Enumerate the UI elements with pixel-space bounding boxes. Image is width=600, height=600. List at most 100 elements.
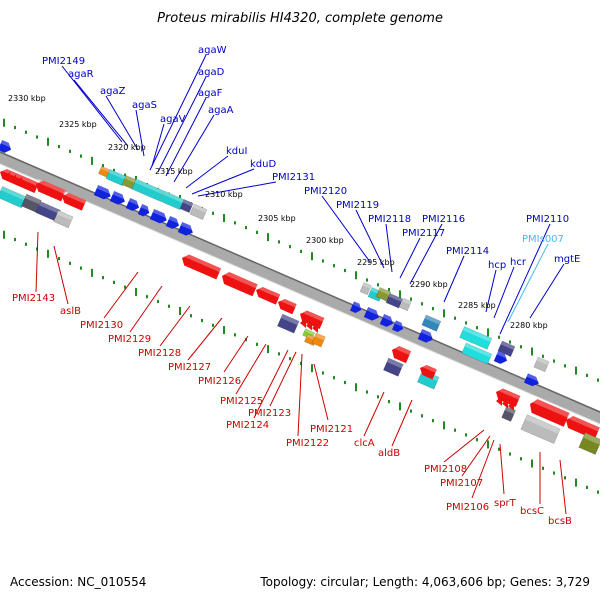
gene-highlight — [192, 203, 208, 213]
forward-arrow-shape — [350, 301, 362, 313]
forward-leader-line — [409, 223, 443, 285]
gene-highlight — [500, 340, 516, 350]
gene-highlight — [96, 184, 113, 195]
gene-box-shape — [311, 332, 326, 348]
reverse-gene-label: aldB — [378, 448, 400, 459]
reverse-leader-line — [253, 349, 289, 419]
forward-gene-arrow — [149, 208, 169, 224]
gene-highlight — [386, 358, 404, 369]
gene-highlight — [496, 350, 510, 360]
reverse-arrow-shape — [182, 254, 222, 280]
gene-highlight — [392, 344, 412, 356]
forward-gene-label: kduD — [250, 159, 276, 170]
reverse-gene-arrow — [300, 308, 325, 330]
reverse-gene-label: PMI2143 — [12, 293, 55, 304]
forward-leader-line — [385, 223, 393, 273]
forward-leader-line — [485, 269, 497, 313]
kbp-label: 2280 kbp — [510, 321, 548, 330]
gene-box-shape — [359, 282, 372, 296]
gene-box-shape — [399, 298, 412, 312]
reverse-leader-line — [297, 353, 303, 437]
genome-backbone — [0, 152, 600, 424]
gene-highlight — [24, 194, 42, 205]
gene-highlight — [162, 190, 185, 204]
gene-box — [179, 199, 194, 213]
reverse-leader-line — [313, 363, 329, 421]
kbp-label: 2290 kbp — [410, 280, 448, 289]
gene-box — [131, 178, 165, 202]
forward-gene-arrow — [165, 215, 182, 229]
reverse-gene-label: sprT — [494, 498, 517, 509]
gene-highlight — [62, 190, 87, 204]
kbp-label: 2295 kbp — [357, 258, 395, 267]
reverse-gene-label: PMI2129 — [108, 334, 151, 345]
forward-leader-line — [185, 155, 229, 189]
reverse-arrow-shape — [62, 192, 87, 211]
reverse-gene-label: PMI2106 — [446, 502, 489, 513]
topology-summary: Topology: circular; Length: 4,063,606 bp… — [259, 575, 590, 589]
reverse-arrow-shape — [36, 180, 66, 202]
forward-gene-label: agaF — [198, 88, 223, 99]
kbp-label: 2285 kbp — [458, 301, 496, 310]
forward-gene-label: agaA — [208, 105, 234, 116]
forward-leader-line — [73, 79, 129, 147]
gene-labels: PMI2149agaRagaZagaSagaVagaWagaDagaFagaAk… — [12, 45, 580, 527]
forward-gene-label: PMI2116 — [422, 214, 465, 225]
reverse-gene-label: PMI2125 — [220, 396, 263, 407]
forward-leader-line — [157, 76, 207, 173]
reverse-gene-label: bcsC — [520, 506, 544, 517]
gene-highlight — [300, 308, 325, 322]
backbone-top-edge — [0, 151, 600, 413]
gene-highlight — [182, 199, 194, 207]
forward-gene-label: PMI2114 — [446, 246, 489, 257]
forward-arrow-shape — [177, 221, 193, 236]
gene-highlight — [566, 414, 600, 432]
gene-highlight — [536, 356, 550, 366]
gene-box-shape — [578, 432, 600, 455]
gene-highlight — [378, 287, 391, 296]
kbp-label: 2305 kbp — [258, 214, 296, 223]
forward-gene-arrow — [0, 139, 14, 153]
gene-features — [0, 139, 600, 455]
forward-gene-arrow — [137, 203, 152, 217]
reverse-leader-line — [443, 429, 485, 463]
gene-highlight — [124, 175, 137, 184]
forward-gene-label: PMIs007 — [522, 234, 564, 245]
forward-gene-label: PMI2131 — [272, 172, 315, 183]
kbp-label: 2330 kbp — [8, 94, 46, 103]
gene-box-shape — [461, 342, 493, 365]
reverse-leader-line — [159, 305, 191, 347]
forward-leader-line — [493, 266, 515, 319]
forward-leader-line — [529, 263, 565, 319]
forward-arrow-shape — [524, 373, 539, 387]
reverse-arrow-shape — [496, 388, 521, 408]
reverse-gene-label: PMI2128 — [138, 348, 181, 359]
gene-highlight — [362, 282, 372, 289]
forward-arrow-shape — [417, 328, 433, 343]
forward-arrow-shape — [392, 320, 404, 332]
forward-gene-arrow — [177, 221, 196, 236]
forward-arrow-shape — [137, 203, 150, 217]
reverse-gene-arrow — [222, 270, 258, 297]
forward-gene-label: agaS — [132, 100, 157, 111]
gene-box-shape — [385, 293, 404, 309]
reverse-arrow-shape — [256, 286, 281, 305]
gene-box — [533, 356, 550, 373]
kbp-label: 2320 kbp — [108, 143, 146, 152]
gene-box-shape — [459, 326, 493, 350]
kbp-label: 2315 kbp — [155, 167, 193, 176]
forward-arrow-shape — [149, 208, 167, 224]
gene-highlight — [382, 313, 396, 323]
gene-box-shape — [179, 199, 194, 213]
forward-leader-line — [105, 95, 139, 151]
accession-text: Accession: NC_010554 — [10, 575, 146, 589]
reverse-leader-line — [461, 435, 491, 477]
reverse-gene-arrow — [392, 344, 412, 364]
reverse-leader-line — [559, 459, 567, 515]
reverse-gene-label: PMI2108 — [424, 464, 467, 475]
gene-highlight — [530, 397, 570, 418]
forward-gene-arrow — [493, 350, 510, 364]
reverse-leader-line — [187, 317, 223, 361]
